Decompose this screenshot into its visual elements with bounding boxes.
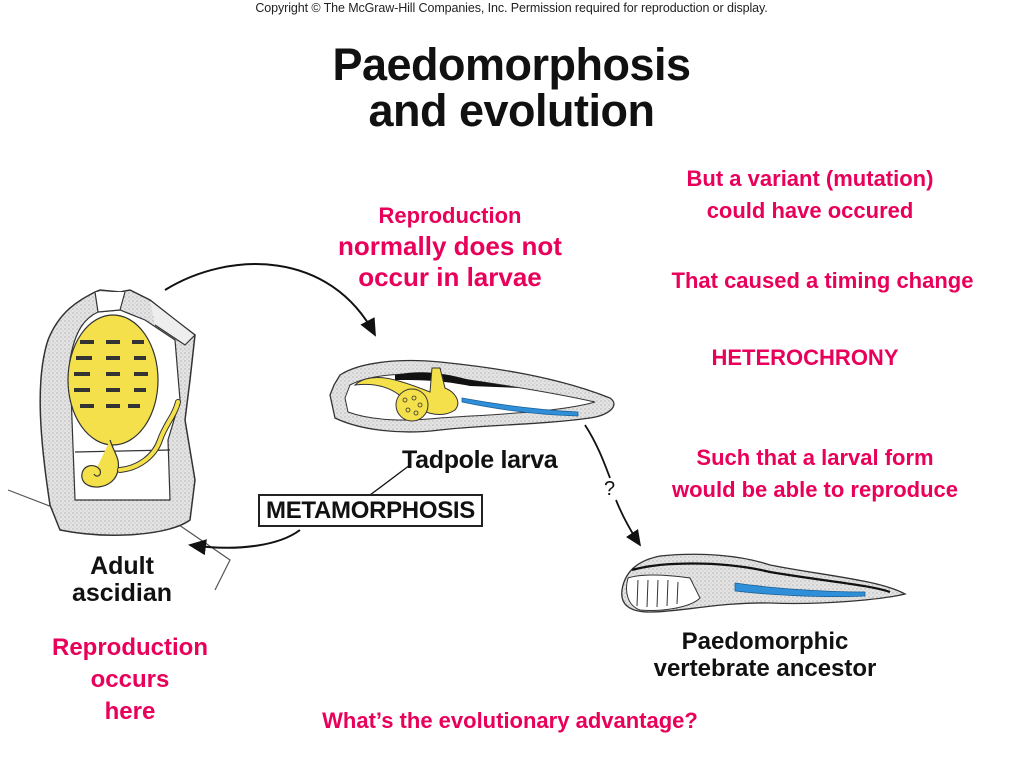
arrow-adult-to-larva xyxy=(164,263,376,337)
adult-ascidian-illustration xyxy=(7,289,231,591)
arrow-metamorphosis-to-adult xyxy=(188,529,301,556)
adult-note-line-2: occurs xyxy=(90,666,170,693)
variant-note-line-2: could have occured xyxy=(706,198,914,223)
title-line-2: and evolution xyxy=(368,85,656,136)
variant-note: But a variant (mutation) could have occu… xyxy=(610,163,1010,227)
larvae-reproduction-note: Reproduction normally does not occur in … xyxy=(300,200,600,293)
evolutionary-advantage-question: What’s the evolutionary advantage? xyxy=(322,708,698,733)
larval-form-note-line-2: would be able to reproduce xyxy=(671,477,959,502)
heterochrony-label: HETEROCHRONY xyxy=(711,345,899,370)
metamorphosis-label: METAMORPHOSIS xyxy=(258,494,483,527)
paedomorphic-ancestor-illustration xyxy=(621,553,907,613)
adult-label-line-2: ascidian xyxy=(71,579,173,607)
adult-ascidian-label: Adult ascidian xyxy=(62,553,182,607)
larvae-note-line-1: Reproduction xyxy=(378,203,522,228)
variant-note-line-1: But a variant (mutation) xyxy=(686,166,934,191)
larvae-note-line-3: occur in larvae xyxy=(358,262,542,292)
larval-form-note-line-1: Such that a larval form xyxy=(696,445,934,470)
arrow-larva-to-ancestor xyxy=(615,499,641,547)
larvae-note-line-2: normally does not xyxy=(338,231,562,261)
ancestor-label-line-2: vertebrate ancestor xyxy=(653,655,877,682)
question-mark-label: ? xyxy=(604,478,616,500)
larval-form-note: Such that a larval form would be able to… xyxy=(610,442,1020,506)
adult-note-line-3: here xyxy=(104,698,156,725)
ancestor-label-line-1: Paedomorphic xyxy=(681,628,849,655)
tadpole-larva-illustration xyxy=(329,359,615,433)
page-title: Paedomorphosis and evolution xyxy=(0,42,1023,134)
title-line-1: Paedomorphosis xyxy=(332,39,691,90)
adult-note-line-1: Reproduction xyxy=(52,634,208,661)
paedomorphic-ancestor-label: Paedomorphic vertebrate ancestor xyxy=(600,628,930,682)
timing-change-note: That caused a timing change xyxy=(671,268,974,293)
adult-reproduction-note: Reproduction occurs here xyxy=(20,632,240,728)
tadpole-larva-label: Tadpole larva xyxy=(402,446,558,474)
adult-label-line-1: Adult xyxy=(90,552,154,580)
copyright-notice: Copyright © The McGraw-Hill Companies, I… xyxy=(255,1,768,15)
